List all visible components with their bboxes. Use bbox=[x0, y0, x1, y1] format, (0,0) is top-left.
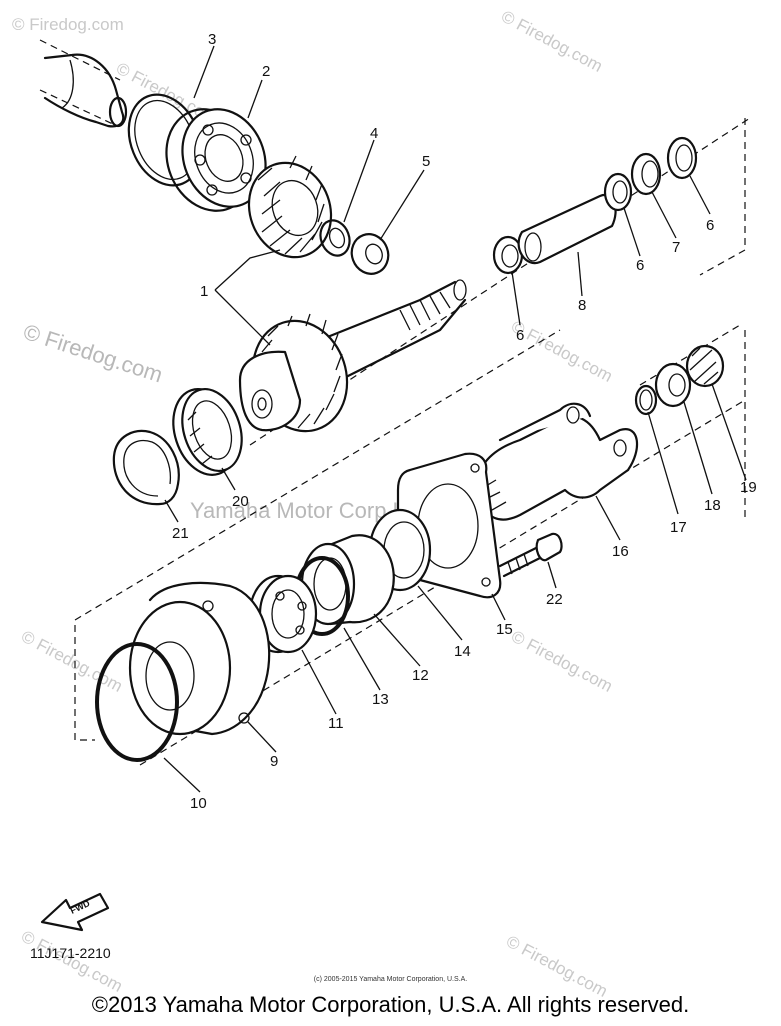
part-housing-9 bbox=[128, 581, 271, 736]
copyright-main: ©2013 Yamaha Motor Corporation, U.S.A. A… bbox=[91, 992, 690, 1017]
watermark: © Firedog.com bbox=[12, 15, 124, 34]
part-housing-12 bbox=[300, 534, 395, 626]
part-bearing-11 bbox=[248, 574, 318, 654]
watermark: © Firedog.com bbox=[498, 7, 606, 76]
part-washer-18 bbox=[654, 362, 692, 408]
part-seal-17 bbox=[634, 384, 658, 416]
part-spacer-6-right bbox=[666, 136, 698, 180]
part-washer-4 bbox=[319, 219, 351, 257]
callout-22: 22 bbox=[546, 591, 563, 608]
watermark: © Firedog.com bbox=[20, 319, 165, 387]
callout-14: 14 bbox=[454, 643, 471, 660]
callout-9: 9 bbox=[270, 753, 278, 770]
part-nut-19 bbox=[685, 344, 725, 388]
callout-15: 15 bbox=[496, 621, 513, 638]
callout-18: 18 bbox=[704, 497, 721, 514]
callout-4: 4 bbox=[370, 125, 378, 142]
part-needle-bearing-20 bbox=[172, 388, 243, 476]
part-circlip-21 bbox=[112, 429, 180, 506]
callout-labels: 3 2 4 5 1 6 7 6 8 6 20 21 17 18 19 16 22… bbox=[172, 31, 757, 812]
part-bearing-2 bbox=[165, 108, 267, 212]
part-spacer-6-mid bbox=[603, 172, 633, 212]
callout-11: 11 bbox=[328, 715, 344, 732]
callout-8: 8 bbox=[578, 297, 586, 314]
shaft-end bbox=[43, 53, 128, 128]
part-sleeve-8 bbox=[517, 193, 617, 265]
callout-21: 21 bbox=[172, 525, 189, 542]
diagram-code: 11J171-2210 bbox=[30, 945, 111, 961]
callout-12: 12 bbox=[412, 667, 429, 684]
callout-7: 7 bbox=[672, 239, 680, 256]
part-bolt-22 bbox=[498, 532, 563, 578]
callout-3: 3 bbox=[208, 31, 216, 48]
callout-20: 20 bbox=[232, 493, 249, 510]
callout-1: 1 bbox=[200, 283, 208, 300]
leader-lines bbox=[163, 45, 747, 793]
part-nut-5 bbox=[350, 233, 390, 275]
watermark: © Firedog.com bbox=[18, 927, 126, 996]
part-yoke-16 bbox=[476, 402, 639, 521]
forward-arrow-icon: FWD bbox=[40, 892, 110, 932]
callout-5: 5 bbox=[422, 153, 430, 170]
copyright-small: (c) 2005-2015 Yamaha Motor Corporation, … bbox=[313, 976, 468, 983]
callout-2: 2 bbox=[262, 63, 270, 80]
part-oring-10 bbox=[95, 642, 179, 762]
watermark: © Firedog.com bbox=[503, 932, 611, 1001]
part-pinion-shaft bbox=[238, 279, 467, 433]
callout-6b: 6 bbox=[636, 257, 644, 274]
callout-6c: 6 bbox=[706, 217, 714, 234]
watermark: © Firedog.com bbox=[508, 627, 616, 696]
callout-16: 16 bbox=[612, 543, 629, 560]
callout-19: 19 bbox=[740, 479, 757, 496]
part-bevel-gear-1 bbox=[247, 155, 333, 259]
callout-6a: 6 bbox=[516, 327, 524, 344]
callout-10: 10 bbox=[190, 795, 207, 812]
callout-17: 17 bbox=[670, 519, 687, 536]
part-bearing-7 bbox=[630, 152, 662, 196]
callout-13: 13 bbox=[372, 691, 389, 708]
